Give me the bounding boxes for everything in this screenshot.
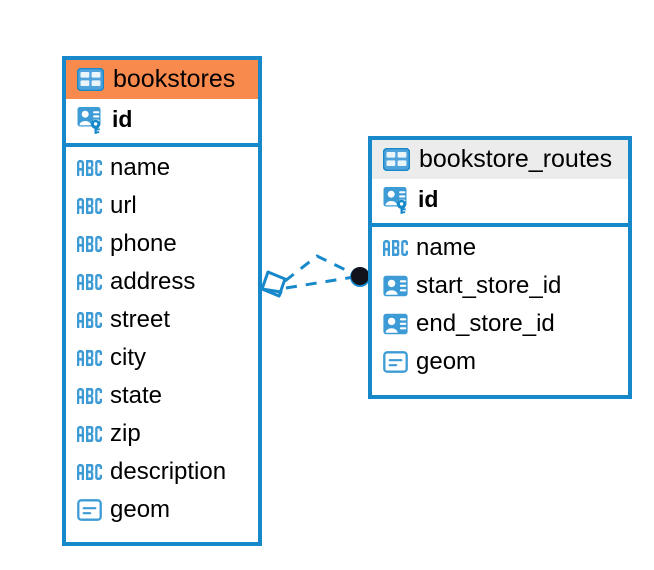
abc-text-icon <box>383 240 408 256</box>
field-label: geom <box>110 495 171 523</box>
field-label: state <box>110 381 163 409</box>
field-row-phone[interactable]: phone <box>66 225 258 263</box>
abc-text-icon <box>77 312 102 328</box>
filled-circle-marker <box>350 267 370 287</box>
entity-title: bookstore_routes <box>419 145 613 173</box>
field-row-geom[interactable]: geom <box>372 343 628 381</box>
field-row-state[interactable]: state <box>66 377 258 415</box>
field-row-name[interactable]: name <box>66 149 258 187</box>
field-row-primary-key[interactable]: id <box>66 99 258 143</box>
primary-key-icon <box>383 186 410 214</box>
field-row-address[interactable]: address <box>66 263 258 301</box>
foreign-key-icon <box>383 275 408 297</box>
field-label: description <box>110 457 227 485</box>
field-label: id <box>112 106 133 133</box>
field-label: url <box>110 191 137 219</box>
abc-text-icon <box>77 198 102 214</box>
abc-text-icon <box>77 426 102 442</box>
field-label: phone <box>110 229 177 257</box>
field-label: start_store_id <box>416 271 562 299</box>
field-list: name url <box>66 147 258 535</box>
foreign-key-icon <box>383 313 408 335</box>
field-list: name start_store_id <box>372 227 628 387</box>
field-label: end_store_id <box>416 309 555 337</box>
field-label: name <box>110 153 171 181</box>
entity-table-bookstore-routes[interactable]: bookstore_routes <box>368 136 632 399</box>
abc-text-icon <box>77 160 102 176</box>
field-row-end-store-id[interactable]: end_store_id <box>372 305 628 343</box>
field-label: id <box>418 186 439 213</box>
entity-header[interactable]: bookstore_routes <box>372 140 628 179</box>
abc-text-icon <box>77 274 102 290</box>
field-label: geom <box>416 347 477 375</box>
table-icon <box>382 147 411 171</box>
abc-text-icon <box>77 464 102 480</box>
relationship-line-upper <box>284 254 355 283</box>
table-icon <box>76 67 105 91</box>
field-row-city[interactable]: city <box>66 339 258 377</box>
field-row-geom[interactable]: geom <box>66 491 258 529</box>
field-label: street <box>110 305 171 333</box>
field-row-url[interactable]: url <box>66 187 258 225</box>
geometry-icon <box>383 351 408 373</box>
abc-text-icon <box>77 350 102 366</box>
relationship-line-lower <box>285 275 355 290</box>
entity-table-bookstores[interactable]: bookstores <box>62 56 262 546</box>
field-label: name <box>416 233 477 261</box>
primary-key-section: id <box>66 99 258 147</box>
crows-foot-diamond-marker <box>260 270 287 298</box>
abc-text-icon <box>77 236 102 252</box>
field-row-name[interactable]: name <box>372 229 628 267</box>
primary-key-icon <box>77 106 104 134</box>
entity-title: bookstores <box>113 65 236 93</box>
field-row-street[interactable]: street <box>66 301 258 339</box>
primary-key-section: id <box>372 179 628 227</box>
geometry-icon <box>77 499 102 521</box>
field-row-zip[interactable]: zip <box>66 415 258 453</box>
field-label: zip <box>110 419 141 447</box>
field-row-primary-key[interactable]: id <box>372 179 628 223</box>
field-row-start-store-id[interactable]: start_store_id <box>372 267 628 305</box>
field-label: address <box>110 267 196 295</box>
field-row-description[interactable]: description <box>66 453 258 491</box>
entity-header[interactable]: bookstores <box>66 60 258 99</box>
abc-text-icon <box>77 388 102 404</box>
field-label: city <box>110 343 146 371</box>
